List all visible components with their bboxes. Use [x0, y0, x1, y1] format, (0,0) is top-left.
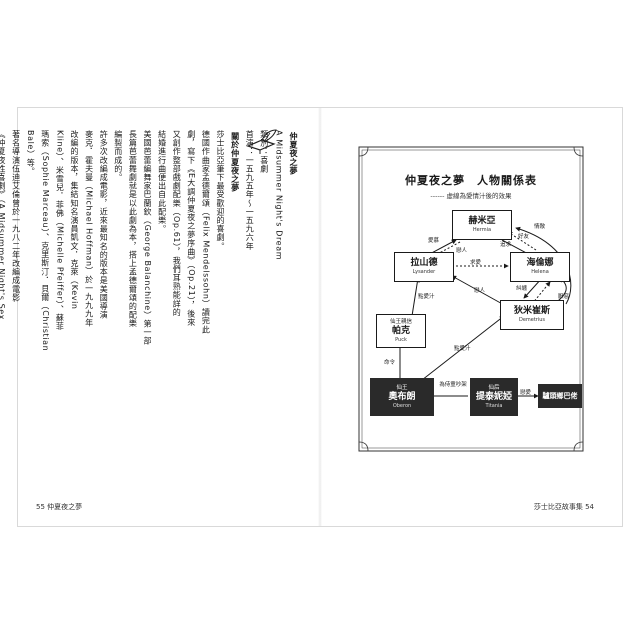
edge-label-11: 命令	[384, 360, 396, 366]
text-column: 改編的版本，集結知名演員凱文．克萊（Kevin	[70, 130, 79, 310]
edge-label-3: 好友	[518, 234, 530, 240]
edge-label-5: 追求	[500, 242, 512, 248]
text-column: 瑪索（Sophie Marceau）、克里斯汀．貝爾（Christian	[40, 130, 50, 352]
edge-demetrius-lysander	[451, 275, 507, 307]
edge-label-8: 糾纏	[516, 286, 528, 292]
text-column: 莎士比亞筆下最受歡迎的喜劇。	[216, 130, 225, 251]
text-column: 德國作曲家孟德爾頌（Felix Mendelssohn）讀完此	[201, 130, 211, 334]
text-column: 《仲夏夜性喜劇》（A Midsummer Night's Sex	[0, 130, 6, 320]
node-hermia: 赫米亞 Hermia	[452, 210, 512, 240]
node-lysander: 拉山德 Lysander	[394, 252, 454, 282]
edge-helena-hermia	[507, 231, 537, 251]
text-column: 著名導演伍迪艾倫曾於一九八二年改編成電影	[11, 130, 21, 302]
node-helena: 海倫娜 Helena	[510, 252, 570, 282]
node-bottom: 驢頭鄉巴佬	[538, 384, 582, 408]
text-column: A Midsummer Night's Dream	[274, 130, 284, 261]
edge-label-1: 情敵	[534, 224, 546, 230]
relationship-diagram: 仲夏夜之夢 人物關係表 ------ 虛線為愛情汁後的效果	[356, 144, 586, 454]
edge-oberon-demetrius	[421, 315, 505, 381]
node-puck: 仙王親信 帕克 Puck	[376, 314, 426, 348]
edge-label-10: 點愛汁	[418, 294, 435, 300]
left-page: 仲夏夜之夢 A Midsummer Night's Dream 類別：喜劇首演：一五…	[0, 108, 320, 526]
text-column: 類別：喜劇	[259, 130, 269, 173]
text-column: 劇，寫下《E大調仲夏夜之夢序曲》（Op.21），後來	[186, 130, 196, 327]
text-column: 首演：一五九五年～一五九六年	[245, 130, 255, 251]
node-titania: 仙后 提泰妮婭 Titania	[470, 378, 518, 416]
node-oberon: 仙王 奧布朗 Oberon	[370, 378, 434, 416]
edge-label-13: 為侍童吵架	[439, 382, 467, 388]
book-spread: 仲夏夜之夢 A Midsummer Night's Dream 類別：喜劇首演：一五…	[0, 108, 622, 526]
text-column: Kline）、米雪兒．菲佛（Michelle Pfeiffer）、蘇菲	[55, 130, 65, 331]
edge-label-4: 戀人	[456, 248, 468, 254]
text-column: 又創作整部戲劇配樂（Op.61），我們耳熟能詳的	[172, 130, 182, 317]
text-column: 結婚進行曲便出自此配樂。	[157, 130, 167, 234]
edge-puck-lysander	[411, 277, 420, 317]
diagram-frame	[358, 146, 584, 452]
text-column: 美國芭蕾編舞家巴蘭欽（George Balanchine）第一部	[143, 130, 152, 346]
edge-label-12: 點愛汁	[454, 346, 471, 352]
text-column: 麥克．霍夫曼（Michael Hoffman）於一九九九年	[84, 130, 94, 327]
diagram-title: 仲夏夜之夢 人物關係表	[405, 174, 537, 187]
node-demetrius: 狄米崔斯 Demetrius	[500, 300, 564, 330]
text-column: Bale）等。	[26, 130, 36, 176]
right-page: 仲夏夜之夢 人物關係表 ------ 虛線為愛情汁後的效果	[320, 108, 622, 526]
edge-label-7: 戀人	[474, 288, 486, 294]
text-column: 許多次改編成電影，近來最知名的版本是美國導演	[99, 130, 109, 320]
edge-label-14: 戀愛	[520, 390, 532, 396]
right-page-number: 莎士比亞故事集 54	[533, 503, 594, 511]
text-column: 長篇芭蕾舞劇就是以此劇為本，搭上孟德爾頌的配樂	[128, 130, 138, 328]
text-column: 關於仲夏夜之夢	[230, 132, 240, 193]
left-page-number: 55 仲夏夜之夢	[36, 503, 83, 511]
book-feather-icon	[246, 129, 277, 154]
diagram-legend: ------ 虛線為愛情汁後的效果	[430, 192, 512, 200]
edge-label-6: 求愛	[470, 260, 482, 266]
book-gutter	[318, 108, 322, 526]
edge-label-9: 厭惡	[558, 294, 570, 300]
edge-label-2: 愛慕	[428, 238, 440, 244]
text-column: 仲夏夜之夢	[289, 132, 298, 175]
text-column: 編製而成的。	[113, 130, 123, 182]
